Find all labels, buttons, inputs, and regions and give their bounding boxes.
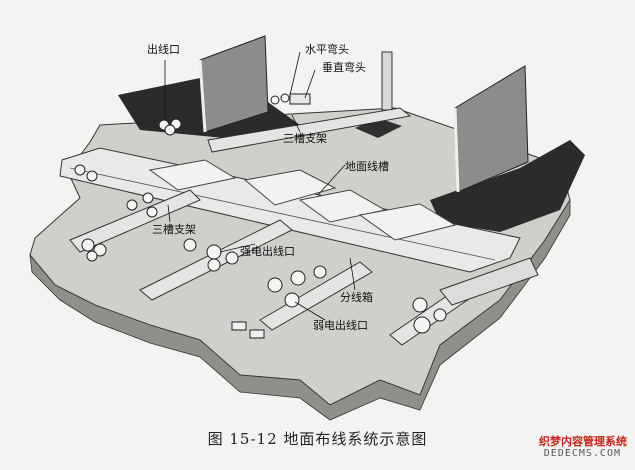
rail-right [439,257,539,306]
watermark-url: DEDECMS.COM [543,448,621,459]
rail-branch-3 [259,261,373,331]
label-weak-outlet: 弱电出线口 [313,319,368,332]
floor-tile-d [148,159,237,191]
label-tri-bracket-left: 三槽支架 [152,223,196,236]
label-floor-trunking: 地面线槽 [345,160,389,173]
rail-upper [207,107,412,153]
figure-caption: 图 15-12 地面布线系统示意图 [207,430,428,448]
label-tri-bracket-top: 三槽支架 [283,132,327,145]
main-trunking-groove [69,167,496,261]
label-outlet: 出线口 [147,43,180,56]
dark-pad-right [430,140,585,232]
small-box-2 [249,329,265,339]
label-vertical-elbow: 垂直弯头 [322,61,366,74]
slab-edge [29,198,571,421]
rail-branch-1 [69,189,201,253]
horizontal-elbow-box [289,93,311,105]
junction-outlets [74,93,447,334]
leader-lines [164,51,356,321]
label-strong-outlet: 强电出线口 [240,245,295,258]
watermark-brand: 织梦内容管理系统 [539,435,627,448]
partition-right-post [453,107,460,193]
vertical-elbow-post [381,51,393,111]
floor-tile-c [358,203,457,241]
floor-tile-a [243,169,337,206]
small-box-1 [231,321,247,331]
label-horizontal-elbow: 水平弯头 [305,43,349,56]
label-junction-box: 分线箱 [340,291,373,304]
partition-left-post [198,59,207,133]
